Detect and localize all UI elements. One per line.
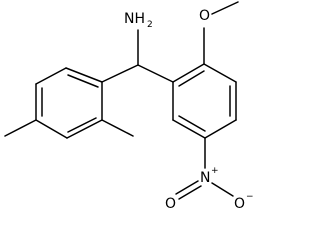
amine-subscript: 2 (147, 20, 153, 30)
bond-ring-right-2 (203, 63, 237, 83)
nitro-oxygen-single-label: O (234, 196, 245, 211)
bond-ring-left-6 (35, 67, 67, 85)
bond-ring-right-5 (172, 119, 206, 139)
right-benzene-ring (172, 63, 237, 139)
bond-nitro-n-o-double-1 (175, 180, 199, 195)
chemical-structure: NH 2 O N + O O − (4, 1, 254, 211)
bond-methyl-ortho (101, 119, 134, 137)
nitro-nitrogen-charge: + (211, 166, 219, 176)
bond-methoxy-oxygen-to-methyl (211, 1, 239, 15)
bond-ring-left-to-ch (101, 64, 139, 83)
bond-ring-left-3 (66, 119, 103, 139)
bond-ring-right-5-inner (178, 115, 206, 132)
bond-ring-right-4 (204, 119, 237, 139)
nitro-nitrogen-label: N (200, 170, 210, 186)
nitro-oxygen-charge: − (246, 192, 254, 202)
bond-nitro-n-o-double-2 (178, 185, 202, 200)
methoxy-oxygen-label: O (199, 8, 210, 24)
bond-ring-left-1 (65, 67, 103, 83)
left-benzene-ring (35, 67, 103, 139)
nitro-oxygen-double-label: O (165, 196, 176, 211)
bond-methyl-para (4, 119, 37, 137)
bond-ring-right-1 (172, 63, 205, 83)
bond-ring-left-3-inner (67, 117, 97, 133)
bond-ring-right-1-inner (178, 70, 205, 87)
bond-ch-to-ring-right (137, 64, 174, 83)
bond-nitro-n-o-single (211, 182, 234, 197)
bond-ring-left-1-inner (67, 74, 99, 88)
amine-label: NH (124, 11, 145, 27)
bond-ring-left-4 (35, 119, 68, 139)
